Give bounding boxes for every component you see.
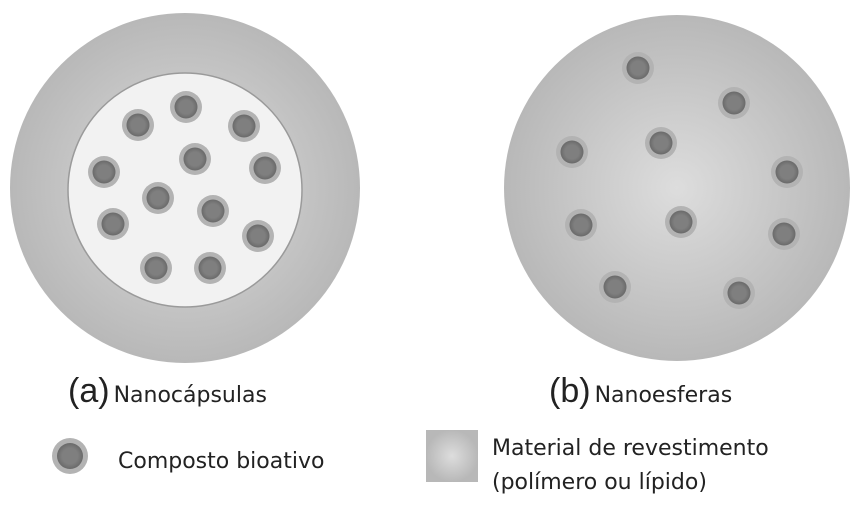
caption-a-name: Nanocápsulas [114, 383, 267, 408]
caption-a-letter: (a) [68, 372, 110, 410]
bioactive-particle-a-3 [228, 110, 260, 142]
bioactive-particle-a-8 [197, 195, 229, 227]
bioactive-particle-b-4 [556, 136, 588, 168]
caption-b: (b)Nanoesferas [549, 372, 732, 411]
bioactive-particle-b-10 [723, 277, 755, 309]
caption-b-letter: (b) [549, 372, 591, 410]
bioactive-particle-a-5 [88, 156, 120, 188]
bioactive-particle-b-7 [665, 206, 697, 238]
nanosphere [504, 15, 850, 361]
bioactive-particle-b-6 [565, 209, 597, 241]
legend-bioactive-label: Composto bioativo [118, 445, 324, 479]
bioactive-particle-a-6 [249, 152, 281, 184]
bioactive-particle-a-4 [179, 143, 211, 175]
legend-coating-label-line2: (polímero ou lípido) [492, 466, 707, 500]
bioactive-particle-a-2 [122, 109, 154, 141]
bioactive-particle-b-8 [768, 218, 800, 250]
bioactive-particle-b-9 [599, 271, 631, 303]
bioactive-particle-b-1 [622, 52, 654, 84]
bioactive-particle-a-11 [140, 252, 172, 284]
legend-coating-label-line1: Material de revestimento [492, 432, 769, 466]
bioactive-particle-a-10 [242, 220, 274, 252]
bioactive-particle-b-2 [718, 87, 750, 119]
bioactive-particle-a-9 [97, 208, 129, 240]
coating-swatch-icon [426, 430, 478, 482]
bioactive-particle-a-1 [170, 91, 202, 123]
bioactive-particle-b-5 [771, 156, 803, 188]
bioactive-particle-b-3 [645, 127, 677, 159]
nanosphere-matrix [504, 15, 850, 361]
caption-b-name: Nanoesferas [595, 383, 733, 408]
nanocapsule [10, 13, 360, 363]
caption-a: (a)Nanocápsulas [68, 372, 267, 411]
bioactive-particle-icon [52, 438, 88, 474]
bioactive-particle-a-7 [142, 182, 174, 214]
bioactive-particle-a-12 [194, 252, 226, 284]
